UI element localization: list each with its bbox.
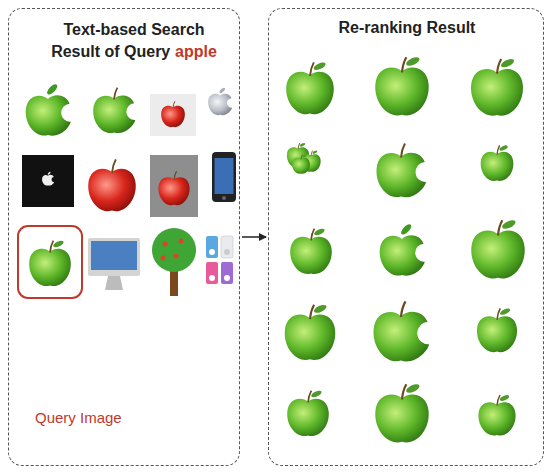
result-panel: Text-based Search Result of QueryappleQu… (8, 8, 240, 466)
query-label: Query Image (35, 409, 122, 427)
query-image-label: Query Image (35, 409, 122, 426)
flow-arrow (242, 236, 266, 238)
result-panel: Re-ranking Result (268, 8, 544, 466)
heading-text: Re-ranking Result (339, 19, 476, 36)
panel-heading: Re-ranking Result (269, 19, 545, 37)
panel-heading: Text-based Search Result of Queryapple (39, 19, 229, 63)
query-word: apple (175, 43, 217, 60)
